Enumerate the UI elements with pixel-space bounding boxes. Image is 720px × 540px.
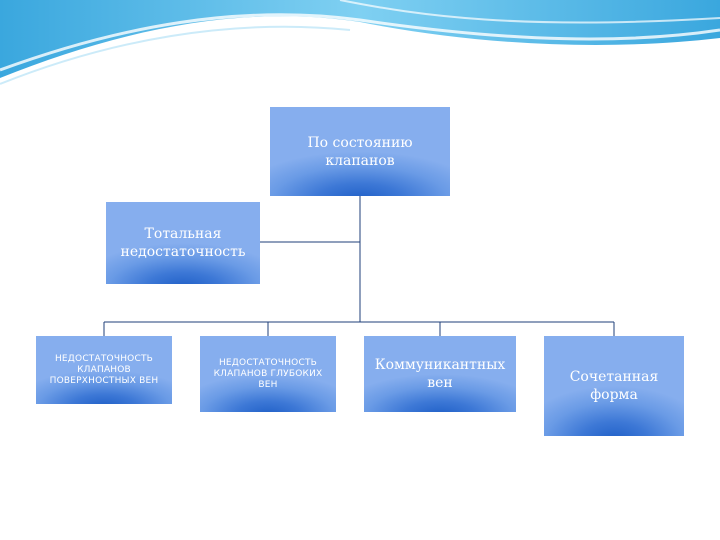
superficial-veins-label: НЕДОСТАТОЧНОСТЬ КЛАПАНОВ ПОВЕРХНОСТНЫХ В… bbox=[40, 354, 168, 387]
deep-veins-label: НЕДОСТАТОЧНОСТЬ КЛАПАНОВ ГЛУБОКИХ ВЕН bbox=[204, 358, 332, 391]
root-node: По состоянию клапанов bbox=[270, 107, 450, 196]
communicant-veins-node: Коммуникантных вен bbox=[364, 336, 516, 412]
communicant-veins-label: Коммуникантных вен bbox=[368, 356, 512, 392]
superficial-veins-node: НЕДОСТАТОЧНОСТЬ КЛАПАНОВ ПОВЕРХНОСТНЫХ В… bbox=[36, 336, 172, 404]
combined-form-node: Сочетанная форма bbox=[544, 336, 684, 436]
root-node-label: По состоянию клапанов bbox=[274, 134, 446, 170]
combined-form-label: Сочетанная форма bbox=[548, 368, 680, 404]
total-insufficiency-label: Тотальная недостаточность bbox=[110, 225, 256, 261]
total-insufficiency-node: Тотальная недостаточность bbox=[106, 202, 260, 284]
deep-veins-node: НЕДОСТАТОЧНОСТЬ КЛАПАНОВ ГЛУБОКИХ ВЕН bbox=[200, 336, 336, 412]
